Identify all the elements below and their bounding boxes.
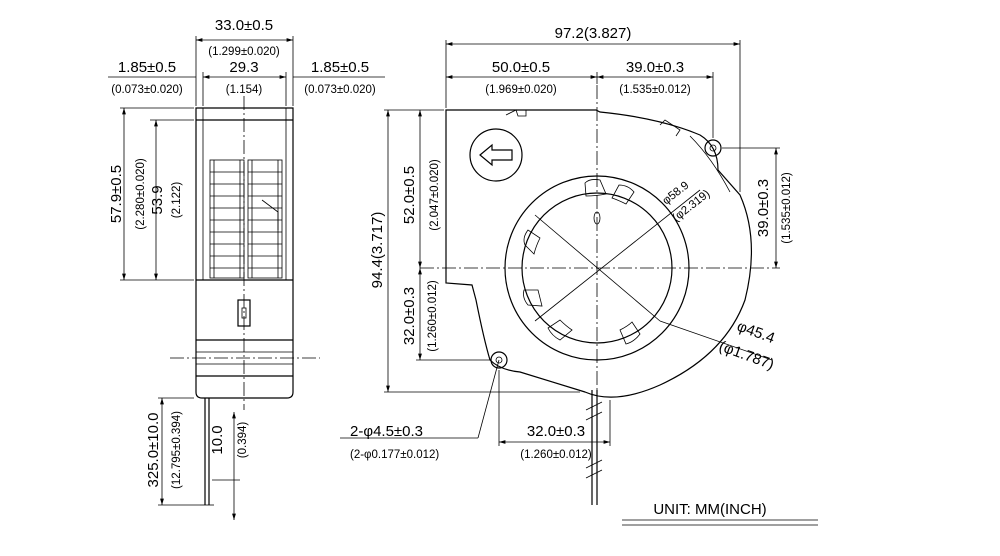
- front-total-width-label: 97.2(3.827): [555, 25, 632, 42]
- side-view: 33.0±0.5 (1.299±0.020) 1.85±0.5 (0.073±0…: [108, 17, 385, 520]
- front-cables: [585, 390, 603, 505]
- cable-length-label: 325.0±10.0: [145, 413, 162, 488]
- side-height-inner-label: 53.9: [149, 185, 166, 214]
- holes-in-label: (2-φ0.177±0.012): [350, 449, 439, 461]
- front-right-span-in-label: (1.535±0.012): [619, 84, 691, 96]
- side-right-wall-label: 1.85±0.5: [311, 59, 369, 76]
- front-housing-outline: [445, 109, 753, 398]
- rotation-arrow-icon: [469, 128, 523, 182]
- front-view: 97.2(3.827) 50.0±0.5 (1.969±0.020) 39.0±…: [340, 25, 793, 505]
- strip-length-label: 10.0: [209, 425, 226, 454]
- holes-label: 2-φ4.5±0.3: [350, 423, 423, 440]
- side-fan-blades: [209, 159, 283, 279]
- mount-hole-bottom: [490, 351, 508, 369]
- side-height-inner-in-label: (2.122): [171, 182, 183, 219]
- strip-length-in-label: (0.394): [237, 422, 249, 459]
- front-upper-height-in-label: (2.047±0.020): [429, 159, 441, 231]
- side-width-in-label: (1.299±0.020): [208, 46, 280, 58]
- bottom-span-label: 32.0±0.3: [527, 423, 585, 440]
- side-height-outer-in-label: (2.280±0.020): [135, 158, 147, 230]
- rotor-diameter-label: φ45.4: [735, 318, 777, 347]
- side-left-wall-in-label: (0.073±0.020): [111, 84, 183, 96]
- side-inner-in-label: (1.154): [226, 84, 263, 96]
- side-right-wall-in-label: (0.073±0.020): [304, 84, 376, 96]
- front-left-span-in-label: (1.969±0.020): [485, 84, 557, 96]
- front-lower-height-label: 32.0±0.3: [401, 287, 418, 345]
- cable-length-in-label: (12.795±0.394): [171, 411, 183, 489]
- mount-hole-top: [704, 139, 722, 157]
- bottom-span-in-label: (1.260±0.012): [520, 449, 592, 461]
- side-left-wall-label: 1.85±0.5: [118, 59, 176, 76]
- side-inner-label: 29.3: [229, 59, 258, 76]
- side-cables: [200, 398, 214, 506]
- front-upper-height-label: 52.0±0.5: [401, 166, 418, 224]
- front-lower-height-in-label: (1.260±0.012): [427, 280, 439, 352]
- side-width-label: 33.0±0.5: [215, 17, 273, 34]
- front-right-height-label: 39.0±0.3: [755, 179, 772, 237]
- unit-label: UNIT: MM(INCH): [653, 501, 766, 518]
- front-right-span-label: 39.0±0.3: [626, 59, 684, 76]
- front-left-span-label: 50.0±0.5: [492, 59, 550, 76]
- side-height-outer-label: 57.9±0.5: [108, 165, 125, 223]
- unit-label-group: UNIT: MM(INCH): [622, 501, 818, 526]
- front-total-height-label: 94.4(3.717): [369, 212, 386, 289]
- front-right-height-in-label: (1.535±0.012): [781, 172, 793, 244]
- side-body-outline: [195, 107, 294, 399]
